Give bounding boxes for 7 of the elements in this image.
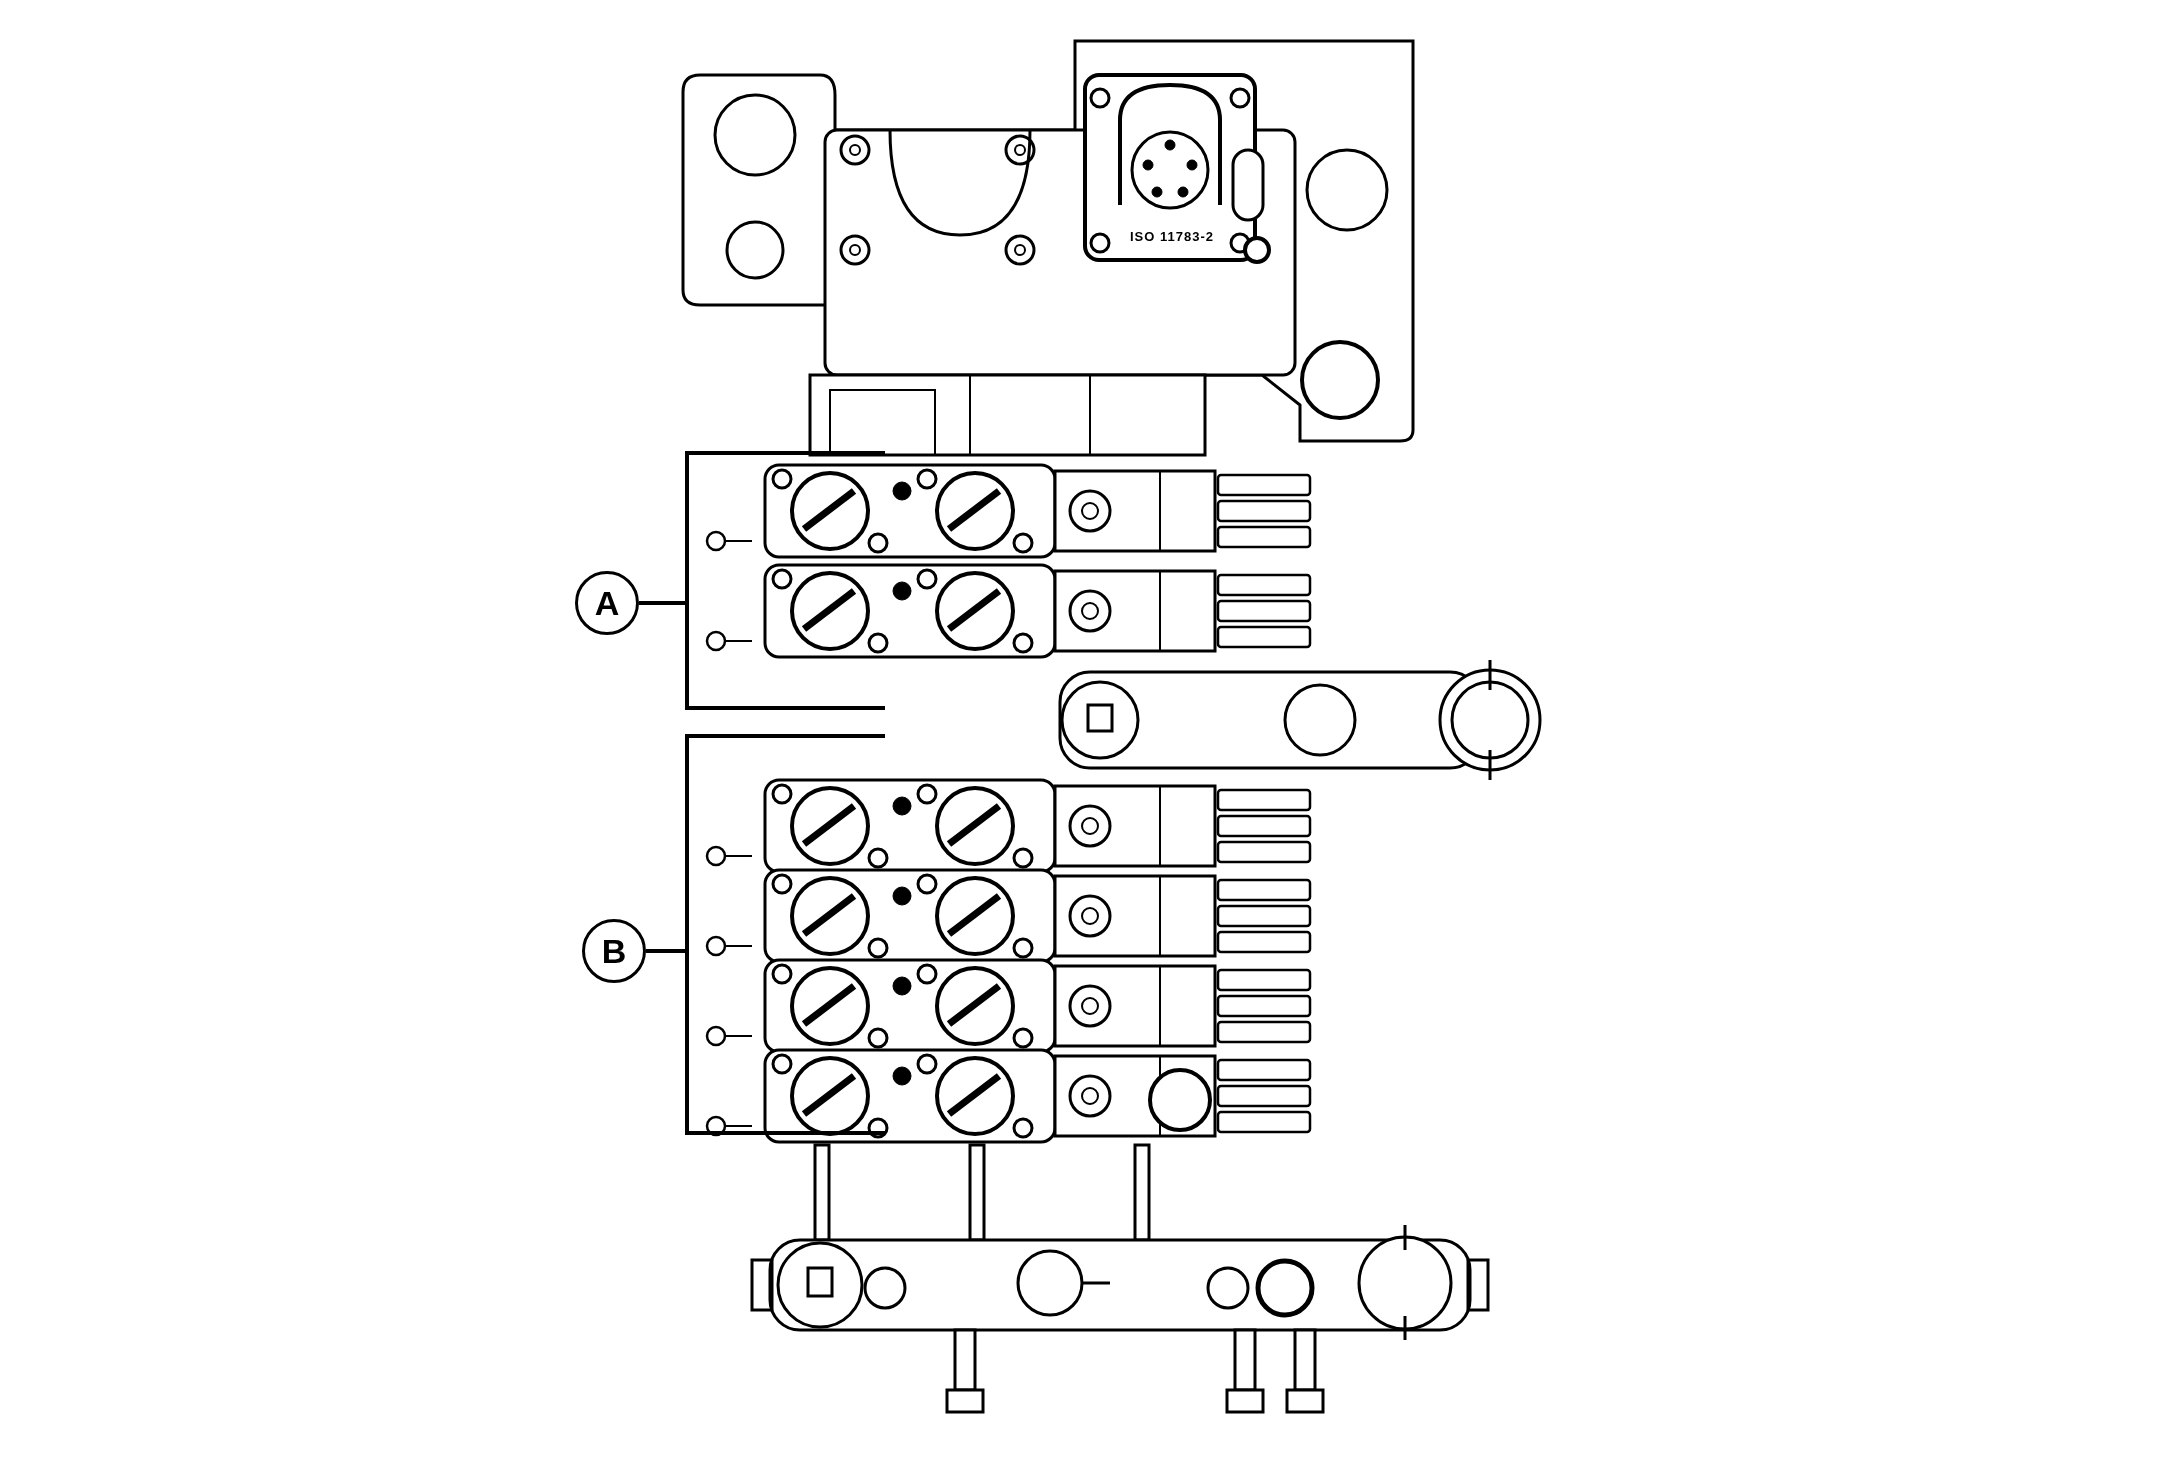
callout-letter: B: [582, 919, 646, 983]
standard-marking: ISO 11783-2: [1130, 229, 1214, 244]
leader-line: [646, 949, 685, 953]
callout-letter: A: [575, 571, 639, 635]
group-bracket: [685, 451, 885, 710]
group-bracket: [685, 734, 885, 1135]
leader-line: [639, 601, 685, 605]
